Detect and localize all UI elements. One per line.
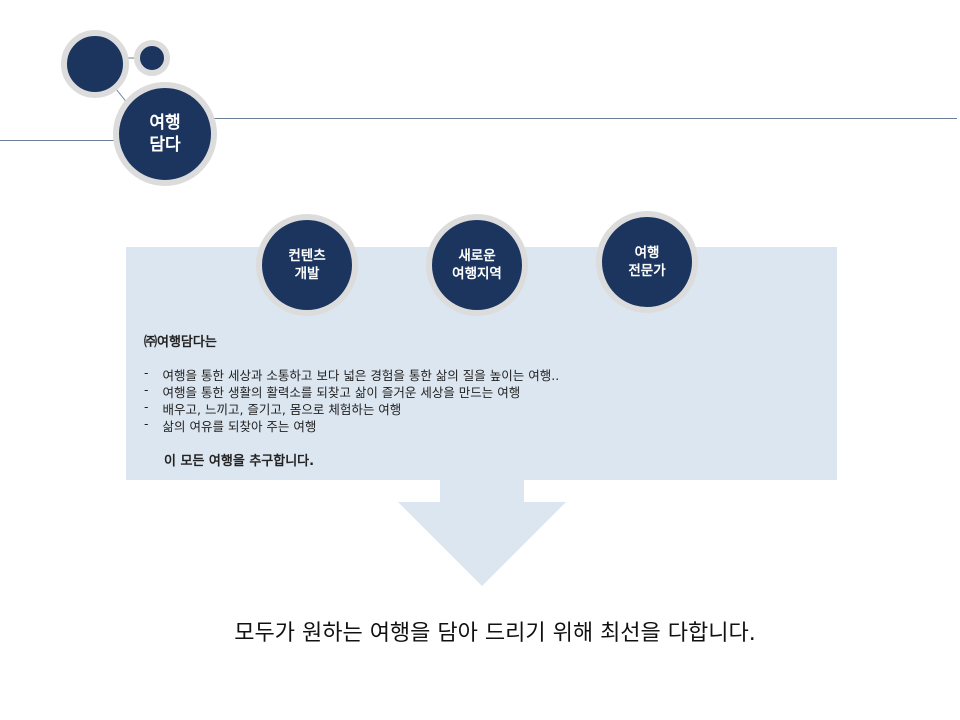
bullet-item: -여행을 통한 생활의 활력소를 되찾고 삶이 즐거운 세상을 만드는 여행	[144, 382, 559, 400]
feature-label: 여행지역	[452, 266, 502, 282]
logo-line2: 담다	[149, 135, 181, 155]
bullet-item: -여행을 통한 세상과 소통하고 보다 넓은 경험을 통한 삶의 질을 높이는 …	[144, 365, 560, 383]
feature-label: 개발	[294, 266, 320, 282]
decor-circle-small	[134, 40, 170, 76]
bullet-text: 배우고, 느끼고, 즐기고, 몸으로 체험하는 여행	[162, 402, 402, 417]
bullet-marker: -	[144, 365, 149, 380]
bullet-list: -여행을 통한 세상과 소통하고 보다 넓은 경험을 통한 삶의 질을 높이는 …	[144, 365, 560, 434]
bullet-text: 삶의 여유를 되찾아 주는 여행	[162, 419, 317, 434]
bullet-item: -삶의 여유를 되찾아 주는 여행	[144, 416, 559, 434]
logo-line1: 여행	[149, 113, 181, 133]
decor-circle-large	[61, 30, 129, 98]
bullet-text: 여행을 통한 세상과 소통하고 보다 넓은 경험을 통한 삶의 질을 높이는 여…	[162, 368, 560, 383]
feature-label: 여행	[634, 245, 660, 261]
bullet-marker: -	[144, 416, 149, 431]
down-arrow	[398, 478, 566, 586]
tagline: 모두가 원하는 여행을 담아 드리기 위해 최선을 다합니다.	[234, 621, 756, 646]
feature-label: 전문가	[628, 263, 666, 279]
bullet-item: -배우고, 느끼고, 즐기고, 몸으로 체험하는 여행	[144, 399, 559, 417]
divider-left	[0, 140, 118, 141]
intro-closing: 이 모든 여행을 추구합니다.	[164, 454, 315, 469]
bullet-text: 여행을 통한 생활의 활력소를 되찾고 삶이 즐거운 세상을 만드는 여행	[162, 385, 521, 400]
divider-right	[212, 118, 957, 119]
feature-label: 컨텐츠	[288, 248, 326, 264]
feature-label: 새로운	[458, 248, 496, 264]
bullet-marker: -	[144, 382, 149, 397]
bullet-marker: -	[144, 399, 149, 414]
intro-heading: ㈜여행담다는	[144, 335, 217, 350]
